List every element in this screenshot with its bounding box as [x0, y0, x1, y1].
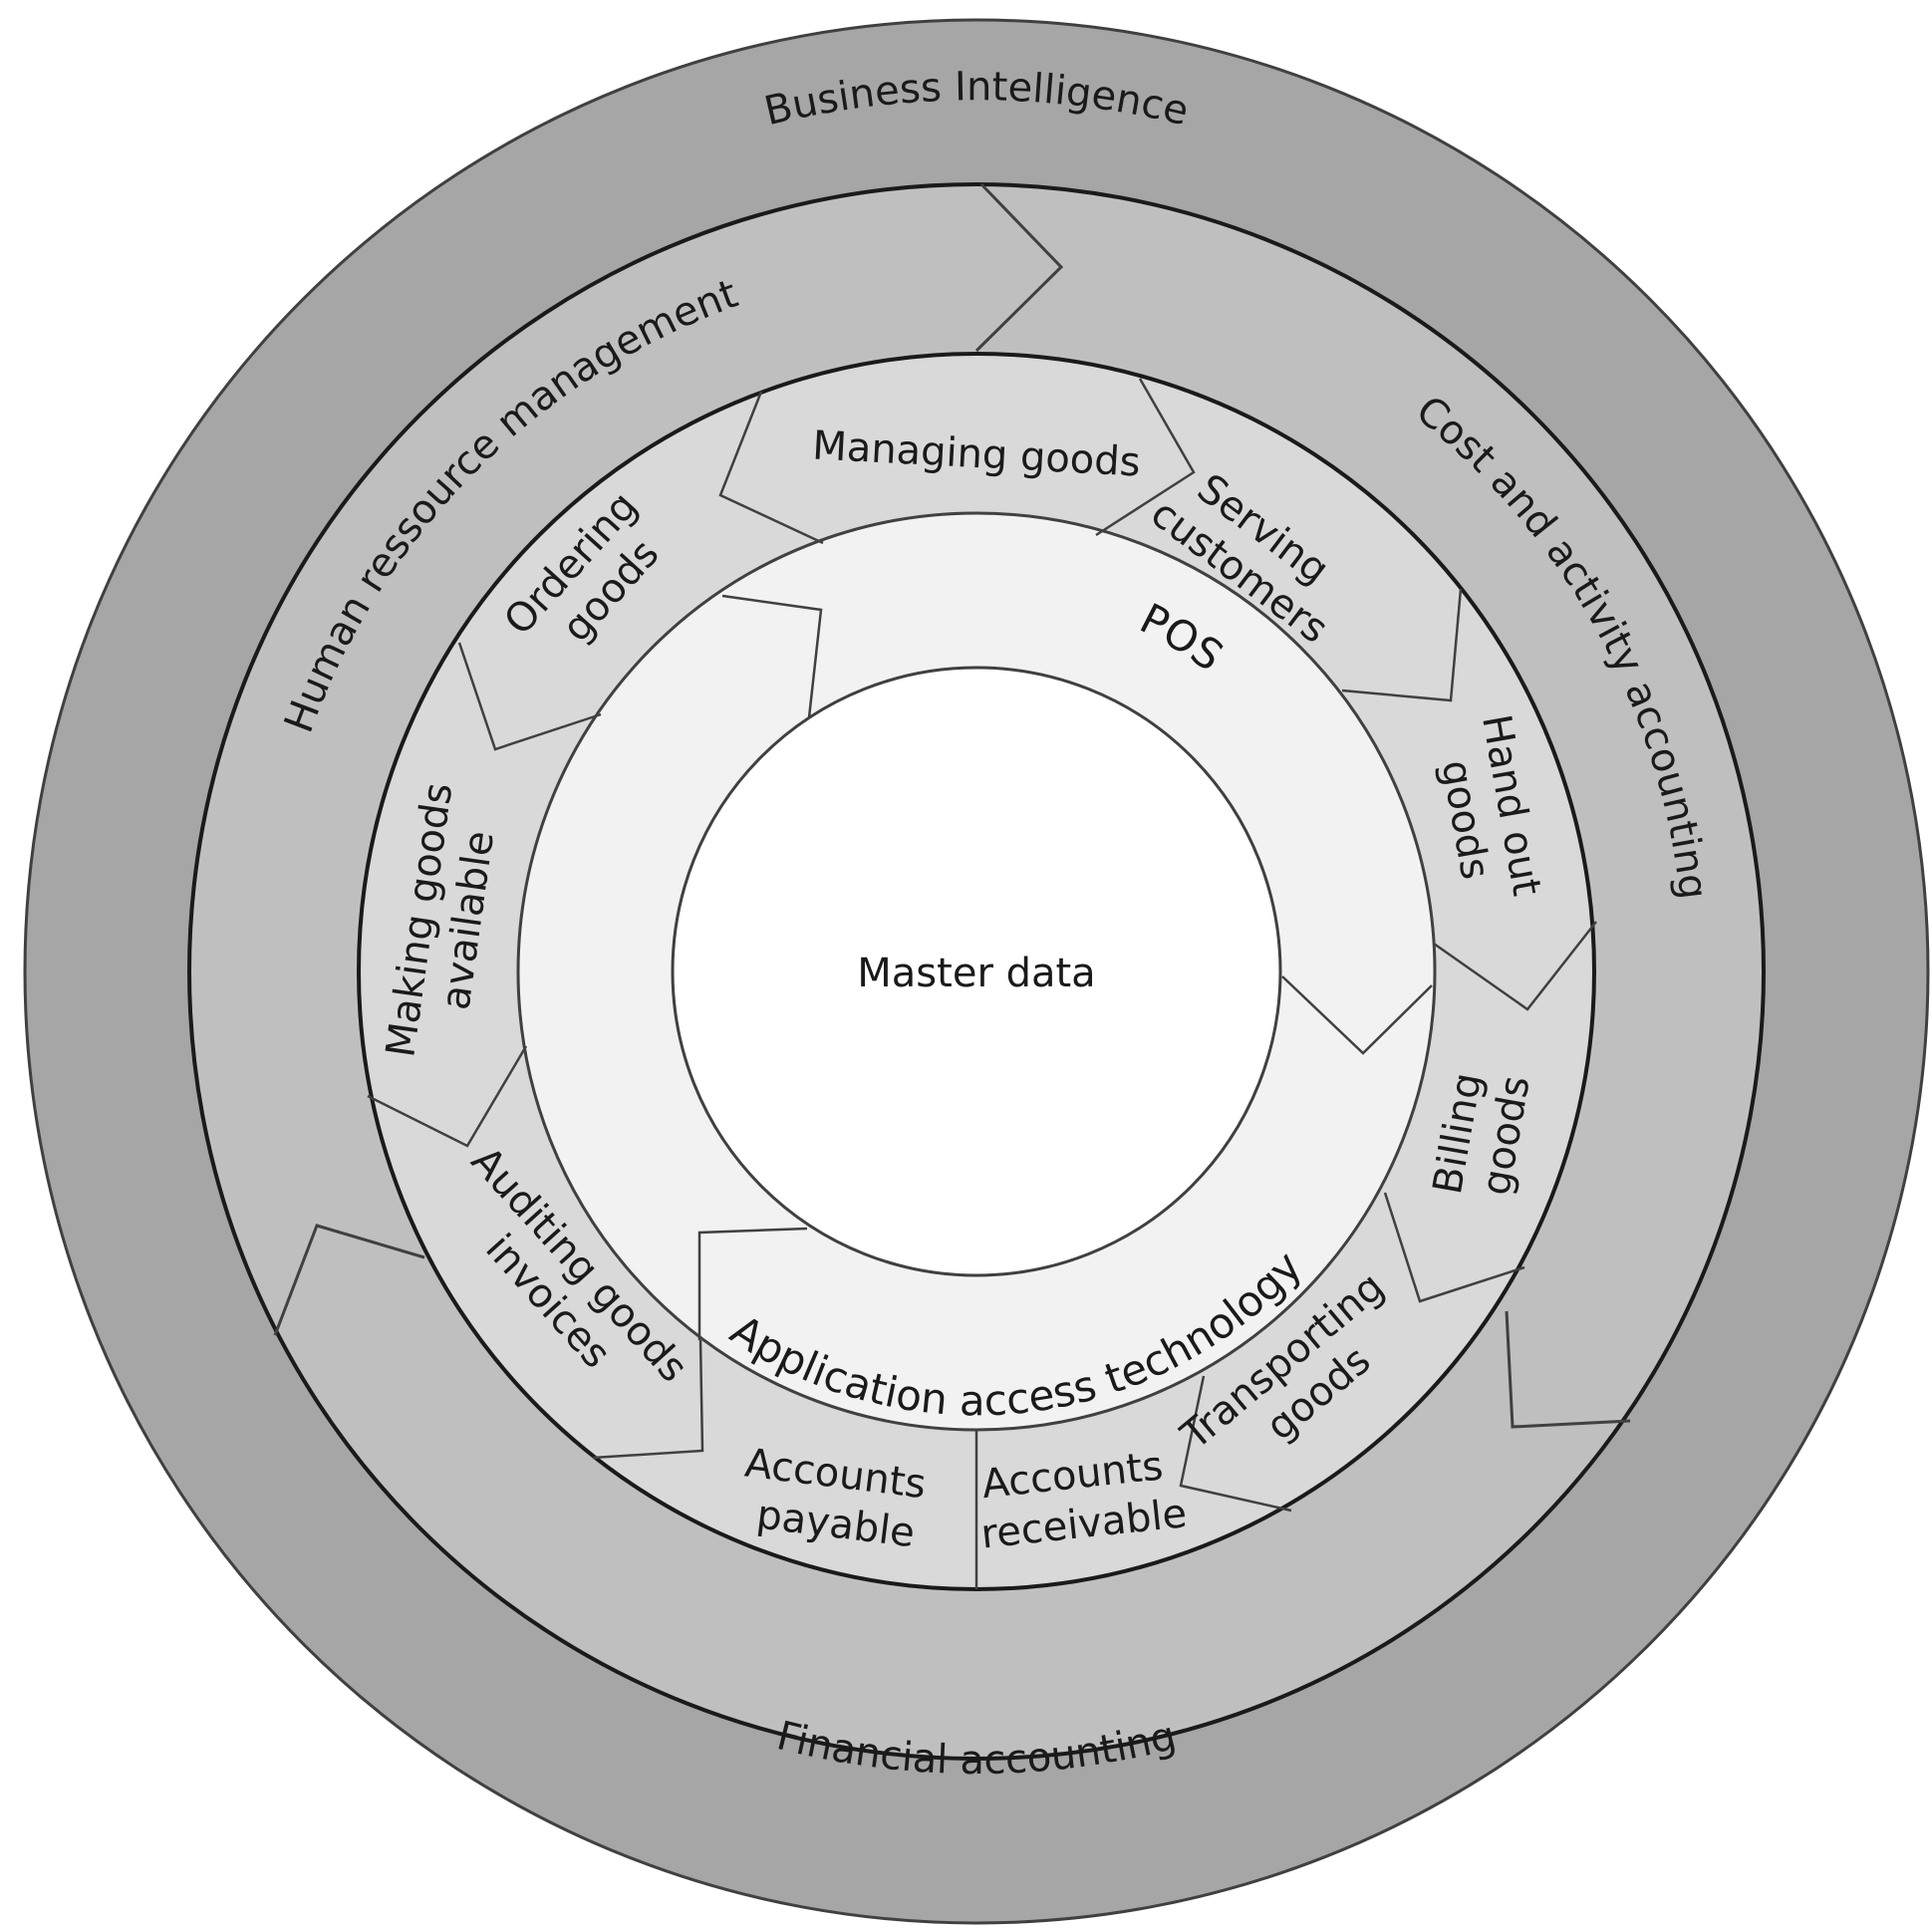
- ordering-goods-arrow: [457, 642, 602, 751]
- hrm-arrow-tip: [974, 182, 1064, 353]
- managing-goods-arrow: [718, 391, 824, 545]
- serving-customers-arrow: [1095, 378, 1196, 537]
- access-arrow-tip: [697, 1227, 808, 1340]
- middle-ring-arrows: [273, 182, 1631, 1429]
- hand-out-goods-arrow: [1341, 588, 1463, 702]
- transporting-goods-arrow-b: [1179, 1375, 1292, 1513]
- pos-arrow-tip: [1281, 975, 1433, 1055]
- making-goods-arrow: [367, 1045, 528, 1148]
- master-data-circle: [671, 666, 1282, 1277]
- billing-goods-arrow: [1433, 921, 1597, 1011]
- process-ring-arrows: [367, 378, 1597, 1589]
- master-data-label: Master data: [857, 951, 1095, 996]
- inner-ring-arrows: [697, 594, 1433, 1340]
- transporting-goods-arrow: [1383, 1192, 1525, 1303]
- financial-accounting-arrow-tip: [273, 1224, 425, 1336]
- cost-accounting-arrow-tip: [1505, 1310, 1631, 1429]
- pos-arrow-start: [721, 594, 823, 718]
- auditing-goods-arrow: [592, 1339, 704, 1460]
